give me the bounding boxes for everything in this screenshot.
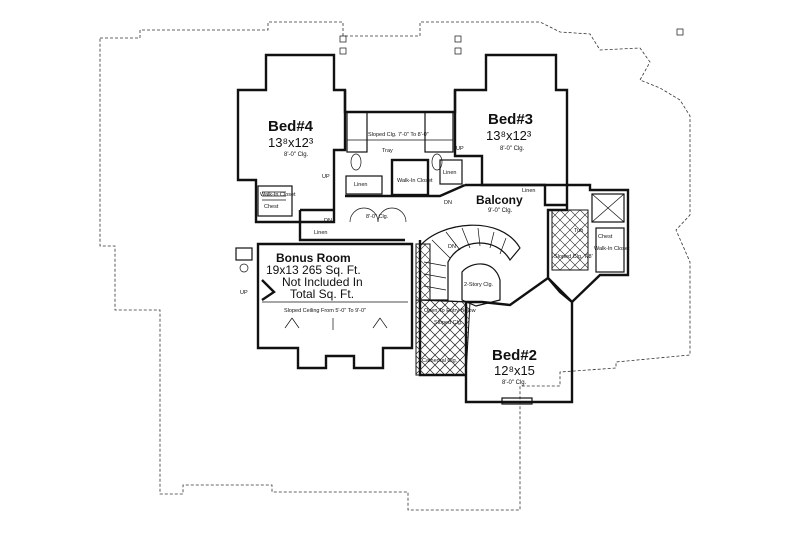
tray-label: Tray bbox=[382, 148, 393, 154]
bonus-hvac bbox=[235, 247, 253, 261]
up-2: UP bbox=[456, 146, 464, 152]
chest-right: Chest bbox=[598, 234, 613, 240]
tub-label: Tub bbox=[574, 228, 583, 234]
linen-closet-hall bbox=[345, 175, 383, 195]
walkin-closet-mid: Walk-In Closet bbox=[397, 178, 433, 184]
linen-2: Linen bbox=[443, 170, 456, 176]
bed4-ceiling: 8'-0" Clg. bbox=[284, 152, 309, 158]
tub-left bbox=[346, 111, 368, 153]
right-shower bbox=[591, 193, 625, 223]
bed4-size: 13⁸x12³ bbox=[268, 135, 314, 150]
dn-2: DN bbox=[444, 200, 452, 206]
bonus-note: Sloped Ceiling From 5'-0" To 9'-0" bbox=[284, 308, 366, 314]
sloped-clg-right: Sloped Clg. 7/8' bbox=[554, 254, 593, 260]
bonus-door bbox=[261, 279, 276, 301]
bed4-name: Bed#4 bbox=[268, 118, 314, 135]
bonus-line3: Total Sq. Ft. bbox=[290, 287, 354, 301]
bed3-walls bbox=[453, 53, 569, 187]
bed2-name: Bed#2 bbox=[492, 347, 537, 364]
sloped-clg-bath: Sloped Clg. 7'-0" To 8'-0" bbox=[368, 132, 429, 138]
bonus-line1: 19x13 265 Sq. Ft. bbox=[266, 263, 361, 277]
tub-right bbox=[424, 111, 454, 153]
column-markers bbox=[339, 28, 684, 55]
linen-4: Linen bbox=[314, 230, 327, 236]
cathedral-label: Cathedral Clg. bbox=[422, 358, 458, 364]
hall-doors bbox=[349, 207, 407, 223]
curved-stair bbox=[419, 224, 521, 301]
sloped-clg-stair: Sloped Clg. bbox=[434, 320, 463, 326]
hall-ceiling: 8'-0" Clg. bbox=[366, 214, 389, 220]
dn-1: DN bbox=[324, 218, 332, 224]
bed3-ceiling: 8'-0" Clg. bbox=[500, 146, 525, 152]
up-3: UP bbox=[240, 290, 248, 296]
stair-treads bbox=[423, 227, 507, 291]
linen-3: Linen bbox=[522, 188, 535, 194]
linen-closet-bed3 bbox=[439, 159, 463, 185]
closet-shelves bbox=[262, 191, 286, 201]
open-to-label: Open To Entry Below bbox=[424, 308, 476, 314]
right-bath-tile bbox=[551, 209, 589, 271]
balcony-name: Balcony bbox=[476, 193, 523, 207]
walkin-closet-left: Walk-In Closet bbox=[260, 192, 296, 198]
bed2-ceiling: 8'-0" Clg. bbox=[502, 380, 527, 386]
bed2-size: 12⁸x15 bbox=[494, 363, 535, 378]
toilet-right bbox=[431, 153, 443, 171]
bath-walls bbox=[343, 90, 457, 114]
right-walkin-closet bbox=[595, 227, 625, 273]
balcony-ceiling: 9'-0" Clg. bbox=[488, 208, 513, 214]
bed2-window bbox=[501, 397, 533, 405]
bed3-name: Bed#3 bbox=[488, 111, 533, 128]
walkin-closet-right: Walk-In Closet bbox=[594, 246, 630, 252]
bed2-walls bbox=[464, 276, 574, 404]
slope-arrows bbox=[284, 317, 388, 330]
bonus-name: Bonus Room bbox=[276, 251, 351, 265]
toilet-left bbox=[350, 153, 362, 171]
bonus-room-walls bbox=[256, 242, 414, 370]
two-story-label: 2-Story Clg. bbox=[464, 282, 494, 288]
bed4-walls bbox=[236, 53, 347, 224]
hall-walls bbox=[298, 183, 466, 242]
bed4-walkin-closet bbox=[257, 185, 293, 217]
chest-left: Chest bbox=[264, 204, 279, 210]
up-1: UP bbox=[322, 174, 330, 180]
dn-3: DN bbox=[448, 244, 456, 250]
stair-rail bbox=[461, 263, 501, 307]
lower-floor-outline bbox=[99, 21, 691, 511]
bed3-size: 13⁸x12³ bbox=[486, 128, 532, 143]
bonus-fixture bbox=[239, 263, 249, 273]
shower-x bbox=[591, 193, 625, 223]
linen-1: Linen bbox=[354, 182, 367, 188]
bonus-line2: Not Included In bbox=[282, 275, 363, 289]
bed2-cathedral-hatch bbox=[415, 299, 467, 376]
